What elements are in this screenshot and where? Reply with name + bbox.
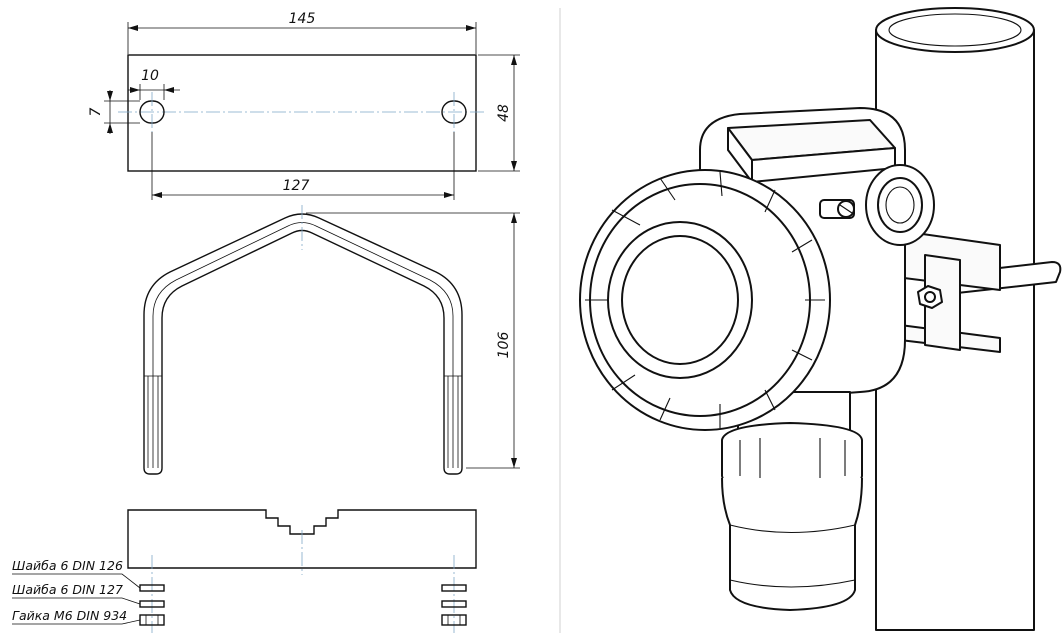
leader-washer-126: Шайба 6 DIN 126 <box>12 558 141 589</box>
thread-right <box>444 375 462 468</box>
dim-7-label: 7 <box>88 107 104 116</box>
dimension-hole-spacing: 127 <box>151 132 455 200</box>
leader-washer-127: Шайба 6 DIN 127 <box>12 582 141 605</box>
dimension-height: 48 <box>478 54 520 172</box>
fasteners-right <box>441 584 467 626</box>
dim-48-label: 48 <box>496 104 512 122</box>
mounting-plate-top-view <box>118 54 486 172</box>
leader-nut-934: Гайка М6 DIN 934 <box>12 608 141 625</box>
label-washer-din-127: Шайба 6 DIN 127 <box>12 582 123 597</box>
dim-127-label: 127 <box>283 178 310 194</box>
u-bolt-view <box>143 205 463 475</box>
label-washer-din-126: Шайба 6 DIN 126 <box>12 558 123 573</box>
dim-145-label: 145 <box>289 11 316 27</box>
isometric-assembly <box>579 7 1062 631</box>
thread-left <box>144 375 162 468</box>
front-cover <box>579 169 831 431</box>
dim-106-label: 106 <box>496 332 512 359</box>
plate-section-view <box>127 509 477 633</box>
dimension-ubolt-height: 106 <box>306 212 520 469</box>
dimension-hole-offset: 10 <box>128 68 180 100</box>
label-nut-din-934: Гайка М6 DIN 934 <box>12 608 127 623</box>
dim-10-label: 10 <box>141 68 159 84</box>
dimension-overall-length: 145 <box>127 11 477 54</box>
dimension-hole-width: 7 <box>88 90 140 134</box>
